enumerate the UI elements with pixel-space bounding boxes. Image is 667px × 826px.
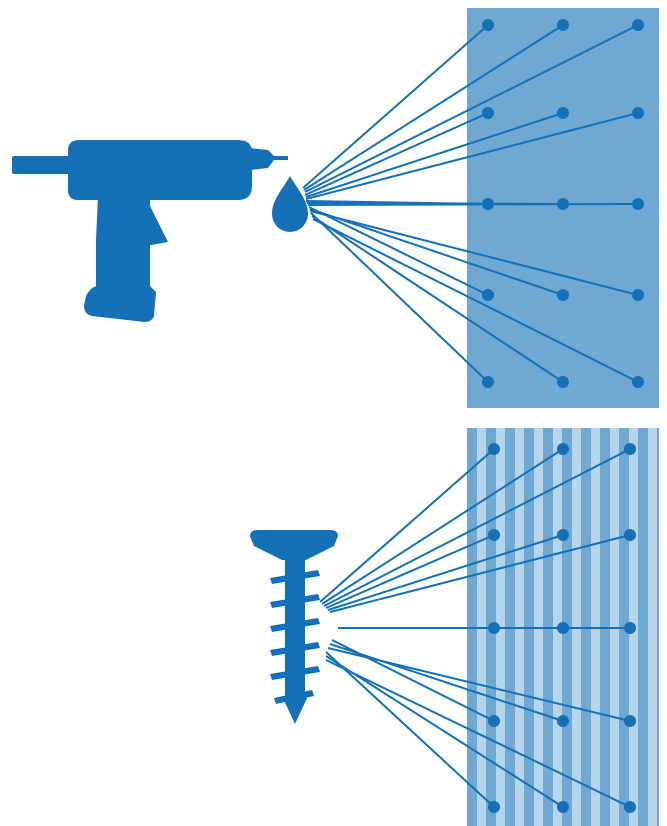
contact-point bbox=[557, 376, 569, 388]
contact-point bbox=[632, 376, 644, 388]
contact-point bbox=[482, 376, 494, 388]
wood-grain-stripe bbox=[648, 428, 657, 826]
contact-point bbox=[632, 198, 644, 210]
droplet-icon bbox=[272, 176, 308, 232]
contact-point bbox=[624, 622, 636, 634]
contact-point bbox=[557, 443, 569, 455]
connection-line bbox=[309, 207, 488, 295]
connection-line bbox=[308, 204, 638, 205]
contact-point bbox=[624, 529, 636, 541]
contact-point bbox=[624, 715, 636, 727]
glue-spread-diagram bbox=[12, 8, 659, 408]
contact-point bbox=[557, 289, 569, 301]
contact-point bbox=[557, 529, 569, 541]
contact-point bbox=[488, 529, 500, 541]
contact-point bbox=[632, 289, 644, 301]
contact-point bbox=[488, 715, 500, 727]
contact-point bbox=[557, 622, 569, 634]
contact-point bbox=[624, 801, 636, 813]
screw-icon bbox=[250, 530, 338, 724]
contact-point bbox=[488, 622, 500, 634]
connection-line bbox=[303, 25, 488, 188]
contact-point bbox=[488, 801, 500, 813]
contact-point bbox=[632, 107, 644, 119]
contact-point bbox=[557, 107, 569, 119]
connection-line bbox=[305, 113, 488, 195]
glue-gun-icon bbox=[12, 140, 288, 322]
contact-point bbox=[557, 801, 569, 813]
contact-point bbox=[557, 198, 569, 210]
contact-point bbox=[482, 198, 494, 210]
contact-point bbox=[632, 19, 644, 31]
contact-point bbox=[624, 443, 636, 455]
contact-point bbox=[482, 107, 494, 119]
contact-point bbox=[557, 715, 569, 727]
connection-line bbox=[311, 213, 488, 382]
contact-point bbox=[557, 19, 569, 31]
screw-spread-diagram bbox=[250, 428, 659, 826]
contact-point bbox=[482, 19, 494, 31]
contact-point bbox=[488, 443, 500, 455]
contact-point bbox=[482, 289, 494, 301]
